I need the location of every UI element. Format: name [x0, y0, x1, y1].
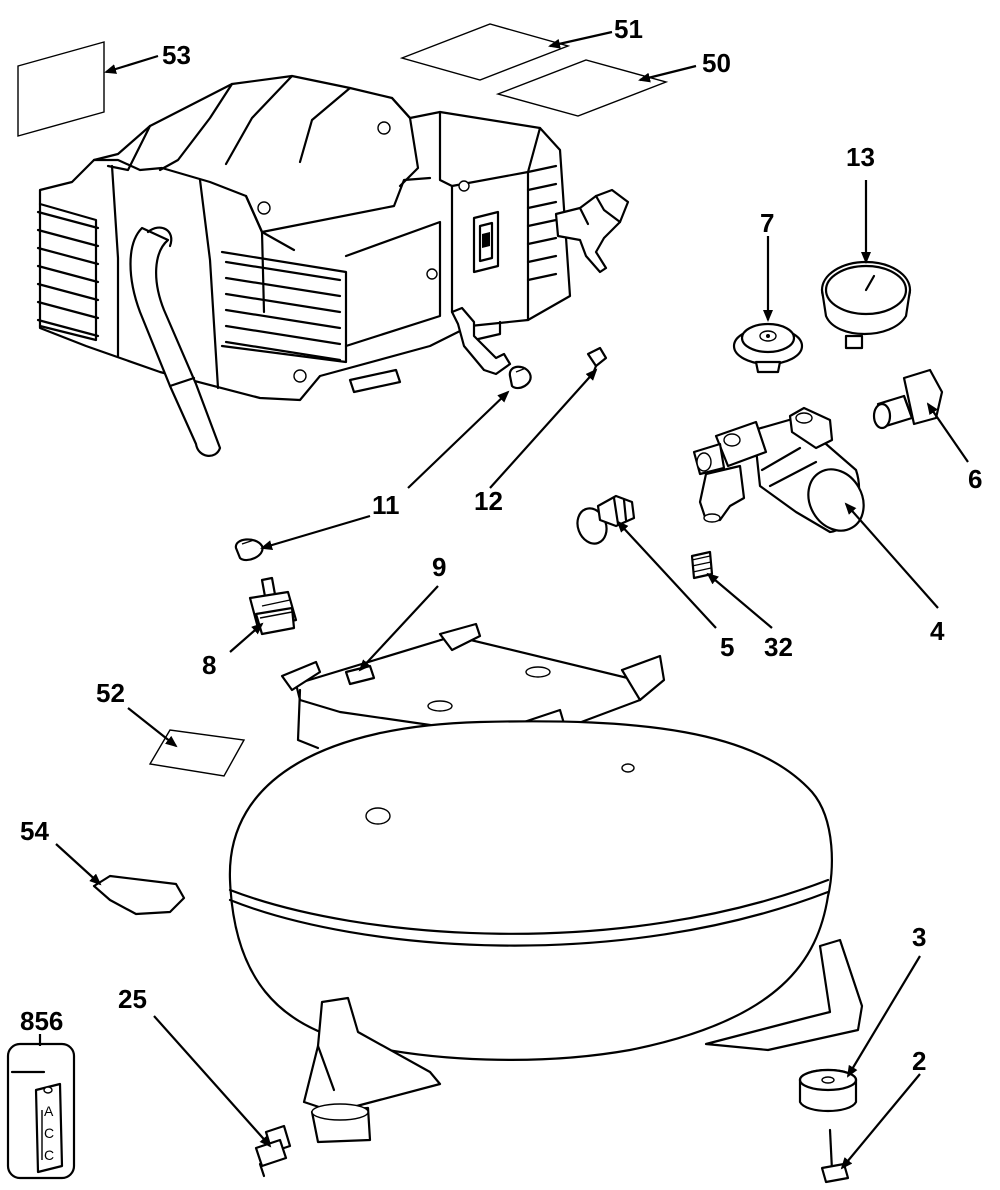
- part-12-screw: [586, 346, 608, 378]
- air-hose: [129, 226, 222, 457]
- part-4-manifold-regulator: [692, 406, 865, 534]
- callout-13: 13: [846, 142, 875, 172]
- pump-outlet-elbow: [450, 306, 512, 376]
- tag-letter-2: C: [44, 1125, 54, 1141]
- part-11-hose-clamp-upper: [508, 365, 532, 390]
- part-54-pad: [92, 874, 186, 916]
- power-cord-plug: [554, 188, 630, 274]
- tag-letter-1: A: [44, 1103, 54, 1119]
- callout-12: 12: [474, 486, 503, 516]
- callout-4: 4: [930, 616, 945, 646]
- part-8-fitting: [248, 576, 298, 636]
- callout-9: 9: [432, 552, 446, 582]
- motor-pump-housing: [36, 74, 572, 402]
- tag-letter-3: C: [44, 1147, 54, 1163]
- air-tank: [228, 720, 834, 1061]
- callout-11-upper: 11: [372, 490, 400, 520]
- part-5-quick-coupler: [576, 494, 636, 545]
- part-51-decal: [399, 23, 571, 81]
- tank-foot-left: [310, 1103, 372, 1144]
- part-7-regulator-knob: [732, 322, 804, 374]
- part-3-rubber-foot: [798, 1068, 858, 1112]
- tank-leg-right: [704, 938, 864, 1052]
- callout-856: 856: [20, 1006, 63, 1036]
- part-11-hose-clamp-lower: [234, 538, 264, 562]
- part-53-label-sheet: [17, 41, 105, 137]
- callout-54: 54: [20, 816, 49, 846]
- callout-8: 8: [202, 650, 216, 680]
- callout-50: 50: [702, 48, 731, 78]
- callout-25: 25: [118, 984, 147, 1014]
- callout-52: 52: [96, 678, 125, 708]
- callout-7: 7: [760, 208, 774, 238]
- tank-leg-left: [302, 996, 442, 1114]
- callout-53: 53: [162, 40, 191, 70]
- callout-5: 5: [720, 632, 734, 662]
- part-50-decal: [495, 59, 669, 117]
- part-856-accessory-tag: [6, 1042, 76, 1180]
- part-13-pressure-gauge: [820, 260, 912, 350]
- part-2-bolt: [820, 1128, 850, 1184]
- callout-32: 32: [764, 632, 793, 662]
- leader-arrows: [38, 30, 969, 1170]
- callout-2: 2: [912, 1046, 926, 1076]
- callout-6: 6: [968, 464, 982, 494]
- part-25-drain-valve: [254, 1124, 292, 1178]
- callout-3: 3: [912, 922, 926, 952]
- part-6-safety-valve: [872, 368, 944, 430]
- callout-51: 51: [614, 14, 643, 44]
